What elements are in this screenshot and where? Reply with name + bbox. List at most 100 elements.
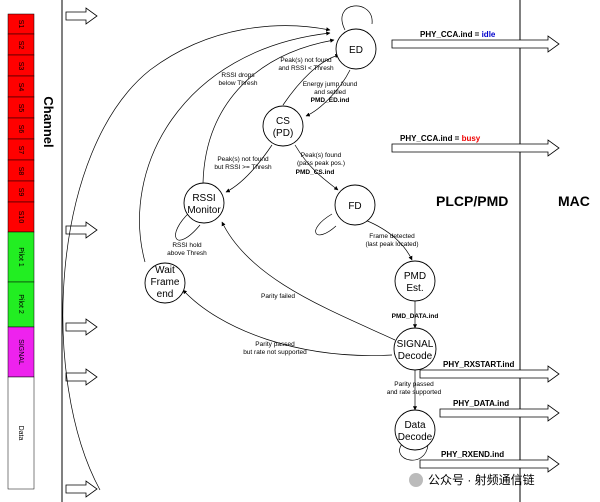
label-peaks-not-found-low-2: and RSSI < Thresh [278,65,334,72]
edge-cs-to-rssi [225,144,273,193]
node-signal: SIGNAL Decode [393,327,437,371]
segment-s10 [7,201,35,233]
label-parity-failed: Parity failed [261,293,295,300]
edge-fd-self [315,213,337,236]
rxstart-label: PHY_RXSTART.ind [443,360,515,369]
input-arrow-1 [65,7,98,25]
phy-data-label: PHY_DATA.ind [453,399,509,408]
label-rssi-drops-1: RSSI drops [221,72,255,79]
label-peaks-not-found-low-1: Peak(s) not found [280,57,332,64]
segment-signal-label: SIGNAL [17,339,24,365]
output-arrow-busy [391,139,560,157]
node-data: Data Decode [394,409,436,451]
node-data-label-1: Data [404,420,426,431]
input-arrow-5 [65,480,98,498]
channel-label: Channel [41,96,56,147]
label-peaks-found-2: (pass peak pos.) [297,160,345,167]
segment-s6-label: S6 [17,125,24,134]
watermark: 公众号 · 射频通信链 [409,472,535,487]
label-rssi-drops-2: below Thresh [219,80,258,87]
label-frame-detected-1: Frame detected [369,233,415,240]
segment-data-label: Data [17,426,24,441]
plcp-pmd-label: PLCP/PMD [436,193,508,209]
edge-rssi-self [175,211,201,241]
label-energy-jump-signal: PMD_ED.ind [311,97,350,104]
label-peaks-not-found-high-2: but RSSI >= Thresh [214,164,272,171]
edge-rssi-to-ed [202,38,335,184]
edge-fd-to-pmd [364,219,413,261]
node-cs: CS (PD) [262,105,304,147]
edge-data-self [399,443,429,461]
mac-output-arrows [391,35,560,473]
channel-input-arrows [65,7,98,498]
edge-cs-to-ed [282,53,340,106]
node-data-label-2: Decode [398,432,433,443]
cca-idle-label: PHY_CCA.ind = idle [420,30,496,39]
edge-labels: Peak(s) not found and RSSI < Thresh Ener… [167,57,441,396]
cca-idle-prefix: PHY_CCA.ind = [420,30,482,39]
segment-pilot-1-label: Pilot 1 [17,247,24,267]
output-arrow-rxend [419,455,560,473]
edge-ed-to-cs [305,69,351,117]
label-rssi-hold-1: RSSI hold [172,242,202,249]
channel-strip: S1 S2 S3 S4 S5 S6 S7 S8 S9 S10 Pilot 1 P… [7,13,35,490]
node-rssi-label-2: Monitor [187,205,221,216]
segment-s3-label: S3 [17,62,24,71]
input-arrow-2 [65,221,98,239]
edge-cs-to-fd [294,144,339,191]
mac-label: MAC [558,193,590,209]
cca-busy-prefix: PHY_CCA.ind = [400,134,462,143]
nodes: ED CS (PD) RSSI Monitor FD Wait Frame en… [144,28,437,451]
segment-pilot-2-label: Pilot 2 [17,294,24,314]
node-pmd-label-1: PMD [404,271,426,282]
label-peaks-found-signal: PMD_CS.ind [296,169,335,176]
segment-pilot-2 [7,281,35,328]
node-rssi-label-1: RSSI [192,193,215,204]
segment-s1-label: S1 [17,20,24,29]
cca-busy-value: busy [462,134,481,143]
segment-signal [7,326,35,378]
segment-s4-label: S4 [17,83,24,92]
label-energy-jump-2: and settled [314,89,346,96]
output-arrow-idle [391,35,560,53]
node-wait-label-3: end [157,289,174,300]
mac-indications: PHY_CCA.ind = idle PHY_CCA.ind = busy PH… [400,30,515,459]
edges [62,5,429,491]
label-parity-unsupported-2: but rate not supported [243,349,307,356]
input-arrow-3 [65,318,98,336]
segment-s9-label: S9 [17,188,24,197]
label-peaks-found-1: Peak(s) found [301,152,342,159]
node-wait-label-2: Frame [151,277,180,288]
label-parity-supported-2: and rate supported [387,389,442,396]
wechat-icon [409,473,423,487]
segment-data [7,376,35,490]
edge-signal-to-wait [182,289,393,356]
edge-wait-to-ed [139,31,331,263]
output-arrow-data [439,404,560,422]
label-peaks-not-found-high-1: Peak(s) not found [217,156,269,163]
segment-s10-label: S10 [17,211,24,224]
input-arrow-4 [65,368,98,386]
cca-busy-label: PHY_CCA.ind = busy [400,134,481,143]
segment-s2-label: S2 [17,41,24,50]
edge-signal-to-rssi [221,221,396,341]
segment-s8-label: S8 [17,167,24,176]
label-energy-jump-1: Energy jump found [303,81,358,88]
segment-s5-label: S5 [17,104,24,113]
node-cs-label-2: (PD) [273,128,294,139]
node-pmd-label-2: Est. [406,283,423,294]
cca-idle-value: idle [482,30,496,39]
node-ed: ED [335,28,377,70]
rxend-label: PHY_RXEND.ind [441,450,504,459]
watermark-text: 公众号 · 射频通信链 [428,472,535,487]
node-fd: FD [334,184,376,226]
node-signal-label-2: Decode [398,351,433,362]
segment-s7-label: S7 [17,146,24,155]
label-rssi-hold-2: above Thresh [167,250,207,257]
segment-pilot-1 [7,231,35,283]
node-pmd: PMD Est. [394,260,436,302]
node-wait-label-1: Wait [155,265,175,276]
node-fd-label: FD [348,201,361,212]
node-signal-label-1: SIGNAL [397,339,434,350]
edge-reset-to-ed [62,25,331,491]
